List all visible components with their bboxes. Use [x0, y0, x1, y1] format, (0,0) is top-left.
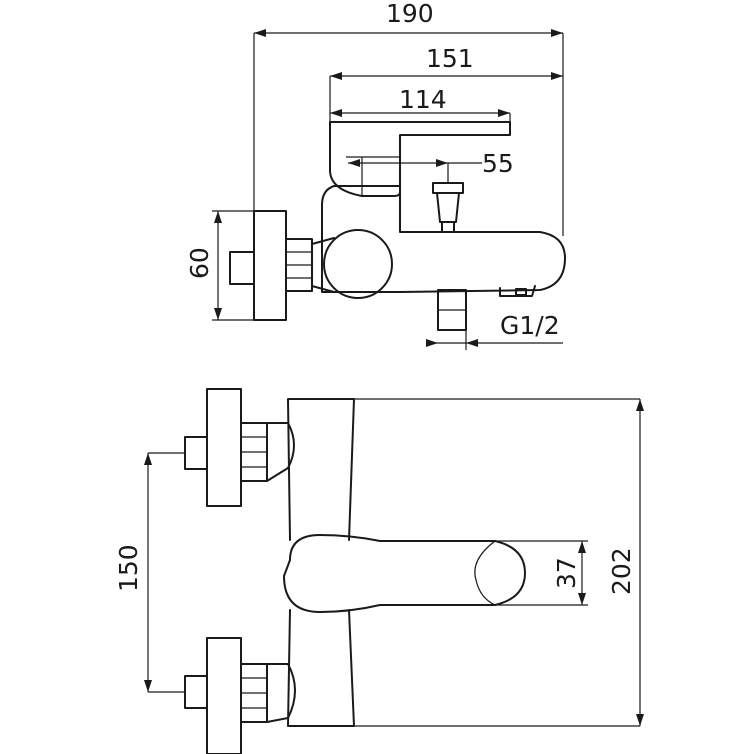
dim-label-151: 151 — [426, 44, 474, 73]
dim-label-150: 150 — [114, 544, 143, 592]
front-upper-flange — [206, 388, 242, 507]
dim-label-190: 190 — [386, 0, 434, 28]
side-view — [229, 121, 566, 331]
side-wall-flange — [253, 210, 287, 321]
dim-label-g12: G1/2 — [500, 311, 560, 340]
dim-label-114: 114 — [399, 85, 447, 114]
front-lower-inlet — [184, 675, 208, 709]
dim-label-202: 202 — [607, 547, 636, 595]
dim-label-37: 37 — [552, 557, 581, 589]
front-upper-inlet — [184, 436, 208, 470]
dim-label-60: 60 — [185, 247, 214, 279]
side-dimensions — [212, 29, 564, 350]
side-diverter-button — [432, 182, 464, 194]
front-lower-flange — [206, 637, 242, 754]
front-dimensions — [144, 399, 644, 726]
front-lever-handle — [283, 534, 526, 613]
side-inlet-stub — [229, 251, 255, 285]
dim-label-55: 55 — [482, 149, 514, 178]
front-body — [287, 398, 355, 727]
side-lever-handle — [329, 121, 511, 197]
side-cartridge-knob — [323, 229, 393, 299]
side-mixer-body — [321, 185, 566, 293]
